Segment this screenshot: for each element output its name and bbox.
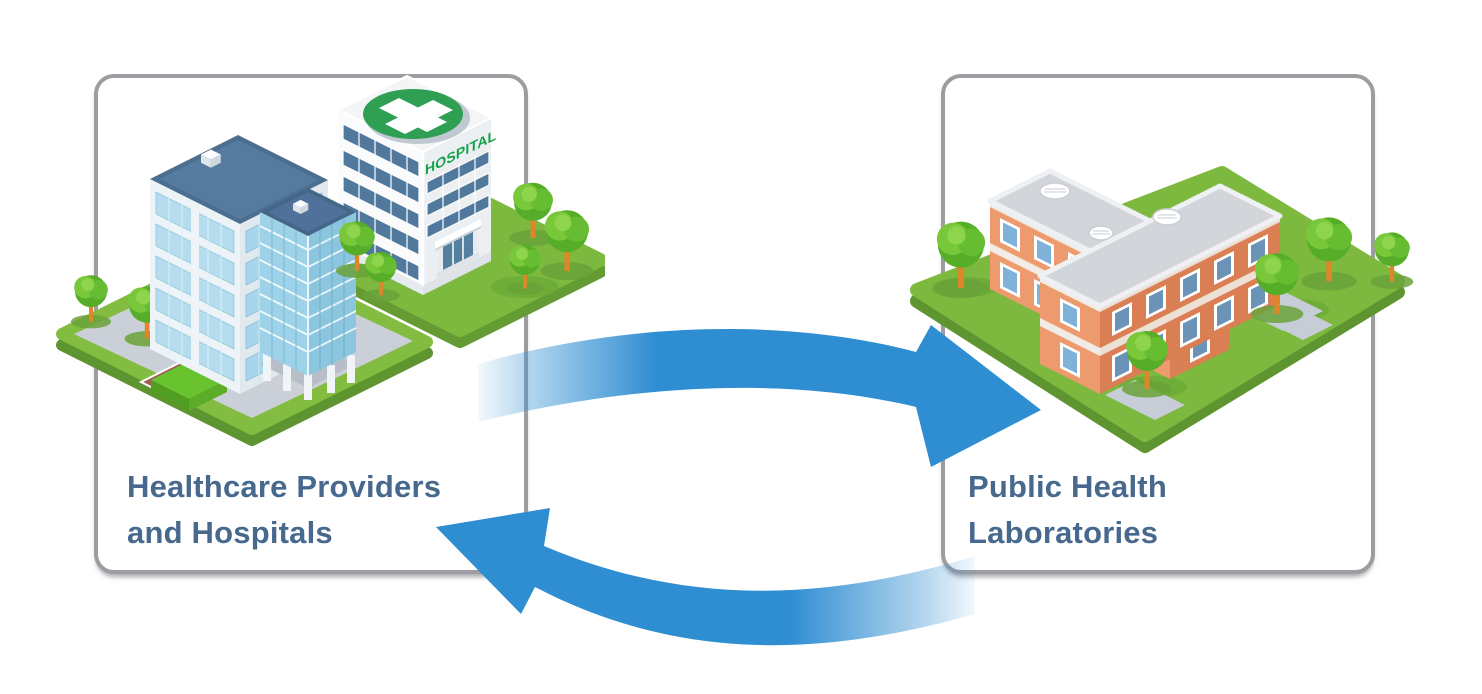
label-line: Public Health <box>968 469 1167 504</box>
label-line: Laboratories <box>968 515 1159 550</box>
label-line: Healthcare Providers <box>127 469 442 504</box>
healthcare-providers-label: Healthcare Providers and Hospitals <box>127 464 441 556</box>
label-line: and Hospitals <box>127 515 333 550</box>
public-health-laboratories-label: Public Health Laboratories <box>968 464 1167 556</box>
